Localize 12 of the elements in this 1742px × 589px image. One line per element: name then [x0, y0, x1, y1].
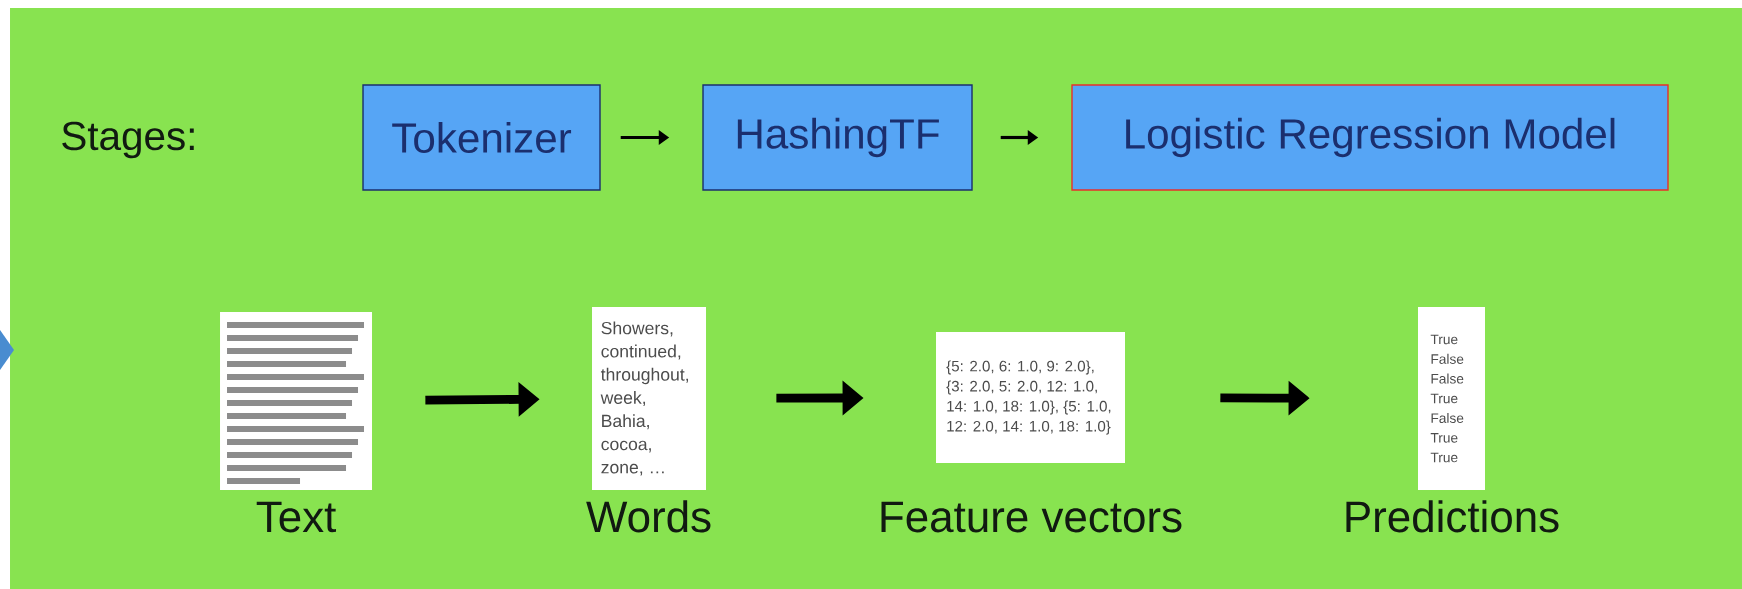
text-card: Showers, continued, throughout, week, Bahia, cocoa, zone, …	[592, 307, 706, 490]
caption-label: Words	[586, 500, 711, 533]
stage-box: HashingTF	[702, 84, 973, 191]
caption-label: Predictions	[1346, 500, 1559, 533]
stage-box: Tokenizer	[362, 84, 601, 191]
text-card: True False False True False True True	[1418, 307, 1485, 490]
caption-label: Feature vectors	[881, 501, 1182, 533]
caption-label: Text	[256, 501, 336, 533]
picture	[220, 312, 372, 490]
row-label: Stages:	[62, 121, 194, 159]
stage-box: Logistic Regression Model	[1071, 84, 1669, 191]
text-card: {5: 2.0, 6: 1.0, 9: 2.0}, {3: 2.0, 5: 2.0, 12: 1.0, 14: 1.0, 18: 1.0}, {5: 1.0, 12: 2.0, 14: 1.0, 18: 1.0}	[936, 332, 1125, 463]
